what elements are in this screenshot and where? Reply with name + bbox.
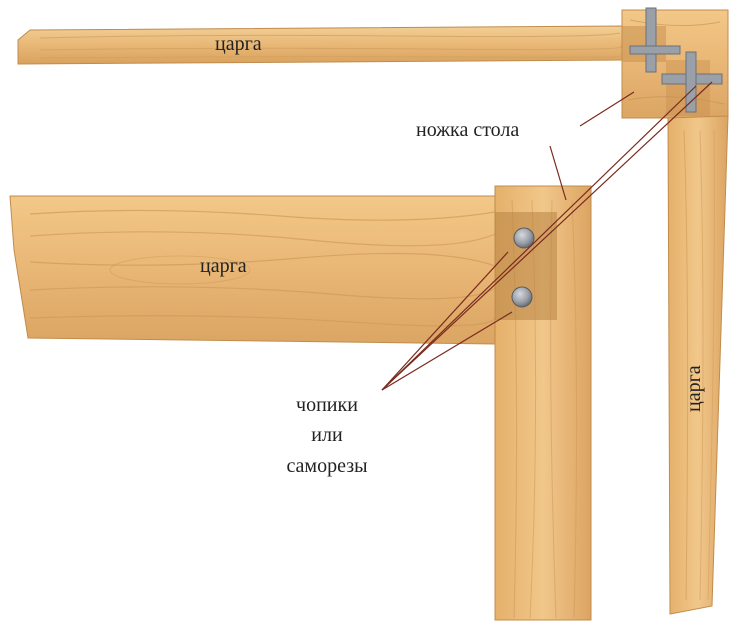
fasteners-label-line3: саморезы [286, 455, 367, 477]
top-corner-leg [621, 9, 729, 119]
fastener-pointer-3 [381, 85, 697, 391]
leg-pointer-front [549, 145, 567, 201]
top-rail [17, 25, 634, 65]
leg-pointer-top [579, 91, 635, 127]
top-rail-label: царга [215, 33, 262, 55]
side-rail-label: царга [683, 365, 705, 412]
fasteners-label-line1: чопики [296, 394, 358, 416]
front-rail [9, 195, 496, 345]
corner-bracket-icon [629, 7, 723, 113]
fastener-pointer-1 [381, 251, 509, 391]
side-rail [667, 115, 729, 615]
screw-head-icon [511, 286, 533, 308]
screw-head-icon [513, 227, 535, 249]
pointer-lines [381, 81, 713, 391]
fastener-pointer-4 [381, 81, 713, 391]
front-rail-label: царга [200, 255, 247, 277]
table-leg [494, 185, 592, 621]
leg-label: ножка стола [416, 119, 519, 141]
fastener-pointer-2 [381, 311, 513, 391]
fasteners-label-line2: или [311, 424, 343, 446]
